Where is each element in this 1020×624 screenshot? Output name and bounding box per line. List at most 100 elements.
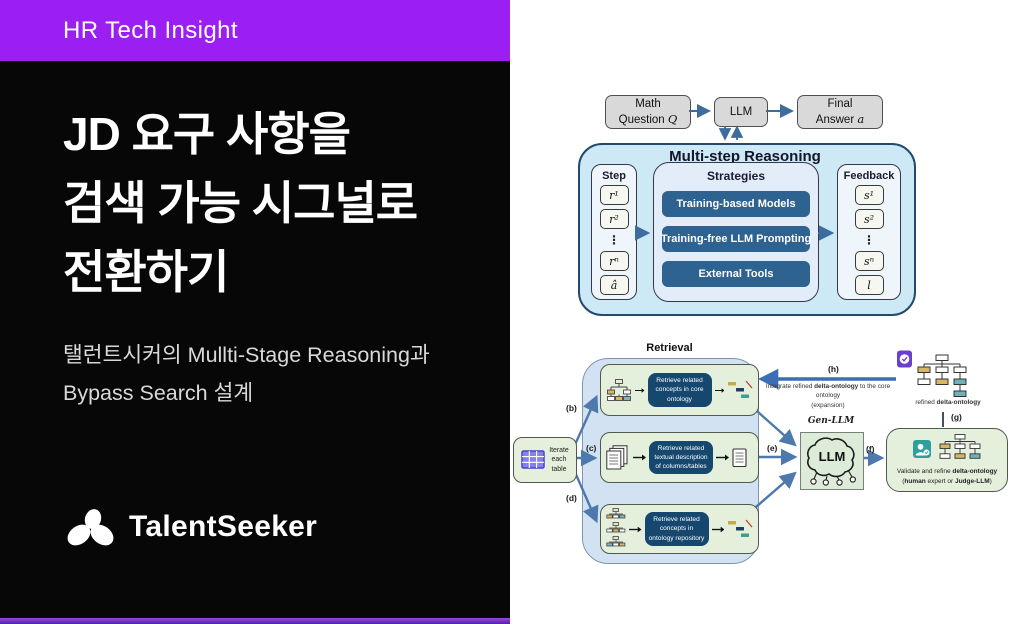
documents-stack-icon [606,445,630,470]
flow-label-f: (f) [866,444,875,454]
refined-delta-ontology-tree-icon [915,354,969,398]
banner: HR Tech Insight [0,0,510,61]
human-expert-icon [912,440,931,459]
iterate-line2: each [551,456,567,464]
logo-text: TalentSeeker [129,510,318,543]
validate-line2: (human expert or Judge-LLM) [897,477,997,486]
left-panel: HR Tech Insight JD 요구 사항을 검색 가능 시그널로 전환하… [0,0,510,624]
retrieval-row-core-ontology: Retrieve related concepts in core ontolo… [600,364,759,416]
validate-paren-close: ) [989,477,992,485]
strategies-label: Strategies [706,169,766,183]
iterate-line3: table [551,465,567,473]
strategies-panel: Strategies Training-based Models Trainin… [653,162,819,302]
verified-check-badge-icon [897,350,912,368]
flow-label-g: (g) [951,412,962,422]
multistep-title: Multi-step Reasoning [669,148,821,165]
math-box-line2: Question [618,113,668,126]
subtitle-line-2: Bypass Search 설계 [63,381,254,405]
final-box-line1: Final [827,97,853,110]
final-answer-box: Final Answer a [797,95,883,129]
figure-retrieval-ontology: Retrieval [510,340,1020,580]
validate-mid: expert or [925,477,955,485]
step-panel: Step r¹ r² ⋮ rⁿ â [591,164,637,300]
feedback-item: l [854,275,884,295]
figure-multistep-reasoning: Math Question Q LLM Final Answer a Multi… [575,88,916,318]
title-line-3: 전환하기 [63,246,229,298]
validate-pre: Validate and refine [896,468,953,476]
flow-label-h: (h) [828,364,839,374]
math-question-box: Math Question Q [605,95,691,129]
title-line-2: 검색 가능 시그널로 [63,177,418,229]
step-item: â [599,275,629,295]
title-line-1: JD 요구 사항을 [63,108,351,160]
strategy-training-based: Training-based Models [662,191,810,217]
llm-top-label: LLM [729,105,753,118]
llm-top-box: LLM [714,97,768,127]
refined-pre: refined [915,399,937,406]
ontology-tree-icon [606,378,632,402]
validated-ontology-tree-icon [938,434,982,464]
validate-paren: ( [902,477,905,485]
retrieve-textual-description-box: Retrieve related textual description of … [649,440,713,475]
table-icon [521,450,545,470]
strategy-training-free: Training-free LLM Prompting [661,226,811,252]
subtitle: 탤런트시커의 Mullti-Stage Reasoning과 Bypass Se… [63,336,483,412]
validate-line1: Validate and refine delta-ontology [897,467,997,476]
retrieve-ontology-repository-box: Retrieve related concepts in ontology re… [644,512,709,546]
flow-label-b: (b) [566,403,577,413]
mini-arrow-icon [633,454,646,461]
validate-icons [912,434,982,464]
mini-arrow-icon [711,526,724,532]
refined-bold: delta-ontology [936,399,981,406]
retrieval-title: Retrieval [646,342,693,354]
validate-bold2: human [904,477,926,485]
mini-arrow-icon [635,387,645,393]
ontology-repository-icon [606,508,626,550]
feedback-item: s¹ [854,185,884,205]
integrate-bold: delta-ontology [814,383,859,390]
step-item: r¹ [599,185,629,205]
feedback-item: sⁿ [854,251,884,271]
feedback-ellipsis: ⋮ [863,233,875,247]
validate-refine-box: Validate and refine delta-ontology (huma… [886,428,1008,492]
feedback-label: Feedback [843,170,895,182]
final-box-var: a [857,111,865,126]
math-box-line1: Math [635,97,661,110]
iterate-table-label: Iterate each table [549,446,569,474]
validate-bold1: delta-ontology [952,468,998,476]
feedback-panel: Feedback s¹ s² ⋮ sⁿ l [837,164,901,300]
page-title: JD 요구 사항을 검색 가능 시그널로 전환하기 [63,100,503,307]
iterate-line1: Iterate [549,447,569,455]
math-box-var: Q [667,111,678,126]
step-item: r² [599,209,629,229]
refined-delta-ontology-label: refined delta-ontology [905,398,991,407]
subtitle-line-1: 탤런트시커의 Mullti-Stage Reasoning과 [63,343,430,367]
llm-brain-icon: LLM [807,437,856,486]
integrate-pre: Integrate refined [765,383,815,390]
mini-arrow-icon [714,387,724,393]
validate-bold3: Judge-LLM [954,477,990,485]
concept-marks-icon [727,518,753,541]
flow-label-d: (d) [566,493,577,503]
flow-label-c: (c) [586,443,597,453]
banner-label: HR Tech Insight [63,16,238,44]
mini-arrow-icon [629,526,642,532]
strategy-external-tools: External Tools [662,261,810,287]
integrate-expansion: (expansion) [811,401,845,409]
logo: TalentSeeker [66,506,317,548]
clover-logo-icon [66,506,116,548]
flow-label-e: (e) [767,443,778,453]
concept-marks-icon [727,379,753,402]
step-item: rⁿ [599,251,629,271]
document-icon [732,447,748,468]
integrate-annotation: Integrate refined delta-ontology to the … [753,382,903,410]
svg-text:LLM: LLM [819,449,846,464]
gen-llm-box: LLM [800,432,864,490]
mini-arrow-icon [716,454,729,461]
integrate-post: to the core ontology [815,383,891,400]
validate-text: Validate and refine delta-ontology (huma… [897,467,997,486]
iterate-table-box: Iterate each table [513,437,577,483]
integrate-line1: Integrate refined delta-ontology to the … [753,382,903,401]
feedback-item: s² [854,209,884,229]
step-label: Step [602,170,626,182]
